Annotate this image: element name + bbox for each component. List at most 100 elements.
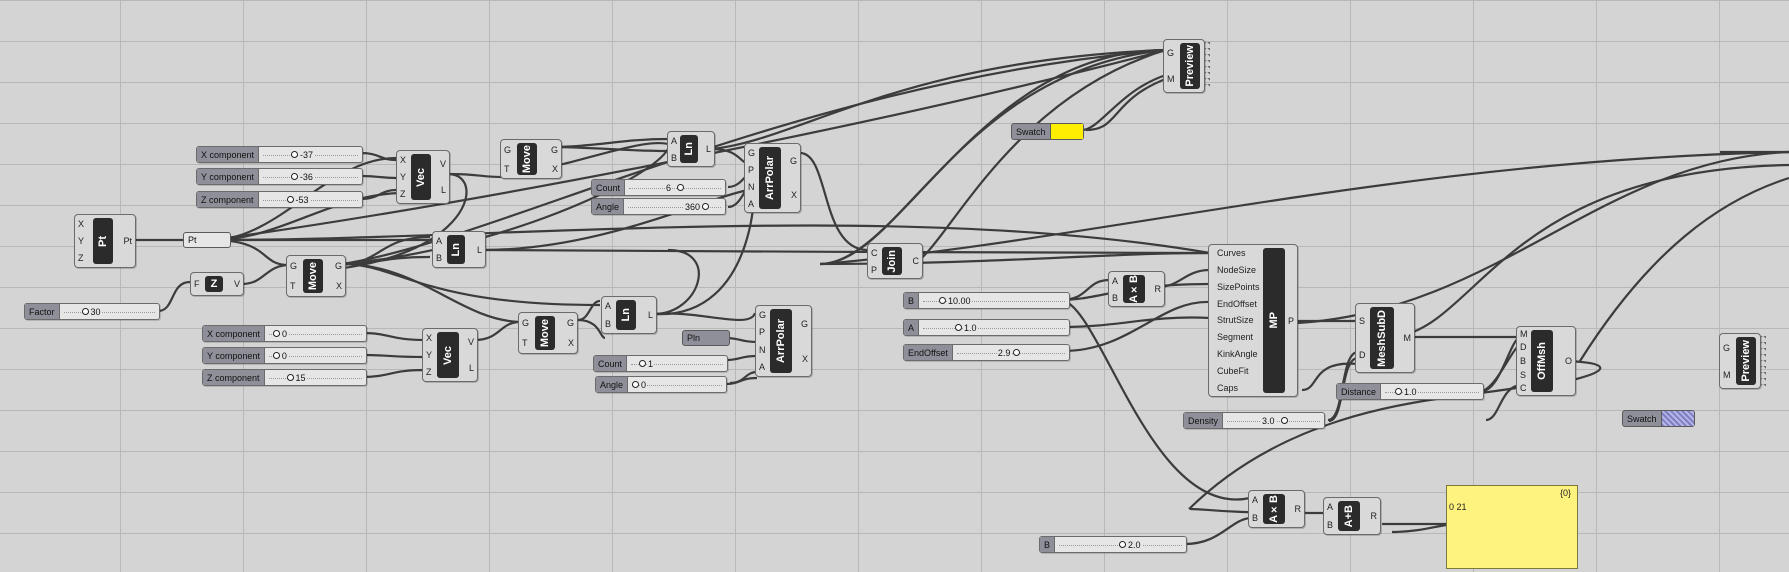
x-component-slider-2-knob[interactable] (273, 330, 281, 337)
meshsubd-input-d[interactable]: D (1359, 350, 1366, 360)
ln3-input-a[interactable]: A (605, 301, 612, 311)
mp-input-strutsize[interactable]: StrutSize (1217, 315, 1254, 326)
ln2-input-a[interactable]: A (436, 235, 443, 246)
add1-input-b[interactable]: B (1327, 520, 1334, 530)
density-slider[interactable]: Density 3.0 (1183, 412, 1325, 429)
factor-slider[interactable]: Factor 30 (24, 303, 160, 320)
mp-input-caps[interactable]: Caps (1217, 382, 1239, 393)
unit-z-input-f[interactable]: F (194, 279, 200, 289)
arrpolar1-input-n[interactable]: N (748, 181, 755, 192)
arrpolar2-output-g[interactable]: G (800, 318, 808, 329)
a-slider-1[interactable]: A 1.0 (903, 319, 1070, 336)
offmsh-input-c[interactable]: C (1520, 383, 1527, 394)
arrpolar1-input-a[interactable]: A (748, 198, 755, 209)
output-panel[interactable]: {0} 0 21 (1446, 485, 1578, 569)
distance-slider-knob[interactable] (1395, 388, 1403, 395)
pt-input-x[interactable]: X (78, 218, 85, 229)
colour-swatch-2[interactable]: Swatch (1622, 410, 1695, 427)
y-component-slider-1[interactable]: Y component -36 (196, 168, 363, 185)
angle-slider-1[interactable]: Angle 360 (591, 198, 726, 215)
arrpolar1-output-x[interactable]: X (790, 190, 797, 200)
ln1-input-b[interactable]: B (671, 152, 678, 163)
arrpolar2-input-p[interactable]: P (759, 327, 766, 338)
z-component-slider-1[interactable]: Z component -53 (196, 191, 363, 208)
x-component-slider-1-knob[interactable] (291, 151, 299, 158)
b-slider-2-knob[interactable] (1119, 541, 1127, 548)
x-component-slider-2[interactable]: X component 0 (202, 325, 367, 342)
mult2-output-r[interactable]: R (1294, 504, 1302, 514)
ln3-output-l[interactable]: L (647, 310, 653, 320)
z-component-slider-2-knob[interactable] (286, 374, 294, 381)
ln3-input-b[interactable]: B (605, 319, 612, 329)
b-slider-1[interactable]: B 10.00 (903, 292, 1070, 309)
move2-output-g[interactable]: G (334, 261, 342, 271)
mp-input-sizepoints[interactable]: SizePoints (1217, 281, 1260, 292)
meshsubd-input-s[interactable]: S (1359, 316, 1366, 326)
x-component-slider-1[interactable]: X component -37 (196, 146, 363, 163)
mp-input-segment[interactable]: Segment (1217, 332, 1254, 343)
unit-z-output-v[interactable]: V (233, 279, 240, 289)
arrpolar2-output-x[interactable]: X (801, 353, 808, 364)
mp-input-endoffset[interactable]: EndOffset (1217, 298, 1257, 309)
offmsh-input-d[interactable]: D (1520, 342, 1527, 353)
arrpolar2-input-a[interactable]: A (759, 362, 766, 373)
vec1-output-v[interactable]: V (439, 159, 446, 169)
a-slider-1-knob[interactable] (955, 324, 963, 331)
add1-input-a[interactable]: A (1327, 502, 1334, 512)
y-component-slider-1-knob[interactable] (290, 173, 298, 180)
vec1-input-x[interactable]: X (400, 154, 407, 165)
endoffset-slider-knob[interactable] (1012, 349, 1020, 356)
vec1-input-z[interactable]: Z (400, 189, 406, 200)
ln1-input-a[interactable]: A (671, 135, 678, 146)
z-component-slider-2[interactable]: Z component 15 (202, 369, 367, 386)
colour-swatch-1[interactable]: Swatch (1011, 123, 1084, 140)
move2-input-g[interactable]: G (290, 261, 298, 271)
unit-z-component[interactable]: F Z V (190, 272, 244, 296)
move1-input-g[interactable]: G (504, 144, 512, 155)
add1-output-r[interactable]: R (1370, 511, 1378, 521)
arrpolar2-input-g[interactable]: G (759, 309, 767, 320)
preview1-input-m[interactable]: M (1167, 74, 1175, 84)
factor-slider-knob[interactable] (81, 308, 89, 315)
offmsh-input-s[interactable]: S (1520, 369, 1527, 380)
mult1-input-b[interactable]: B (1112, 292, 1119, 303)
move3-input-g[interactable]: G (522, 318, 530, 328)
distance-slider[interactable]: Distance 1.0 (1336, 383, 1484, 400)
move1-output-x[interactable]: X (551, 163, 558, 174)
ln1-output-l[interactable]: L (705, 144, 711, 154)
join-output-c[interactable]: C (912, 256, 920, 266)
colour-swatch-1-color[interactable] (1049, 124, 1083, 139)
b-slider-1-knob[interactable] (939, 297, 947, 304)
endoffset-slider[interactable]: EndOffset 2.9 (903, 344, 1070, 361)
arrpolar2-input-n[interactable]: N (759, 344, 766, 355)
mult1-input-a[interactable]: A (1112, 275, 1119, 286)
vec2-input-x[interactable]: X (426, 332, 433, 343)
mult1-output-r[interactable]: R (1154, 284, 1162, 294)
arrpolar1-input-g[interactable]: G (748, 147, 756, 158)
mult2-input-b[interactable]: B (1252, 513, 1259, 523)
offmsh-input-m[interactable]: M (1520, 328, 1528, 339)
mp-input-curves[interactable]: Curves (1217, 248, 1246, 259)
density-slider-knob[interactable] (1281, 417, 1289, 424)
y-component-slider-2-knob[interactable] (272, 352, 280, 359)
vec1-output-l[interactable]: L (440, 185, 446, 195)
preview2-input-m[interactable]: M (1723, 369, 1731, 380)
join-input-p[interactable]: P (871, 264, 878, 275)
ln2-input-b[interactable]: B (436, 253, 443, 264)
angle-slider-1-knob[interactable] (702, 203, 710, 210)
y-component-slider-2[interactable]: Y component 0 (202, 347, 367, 364)
